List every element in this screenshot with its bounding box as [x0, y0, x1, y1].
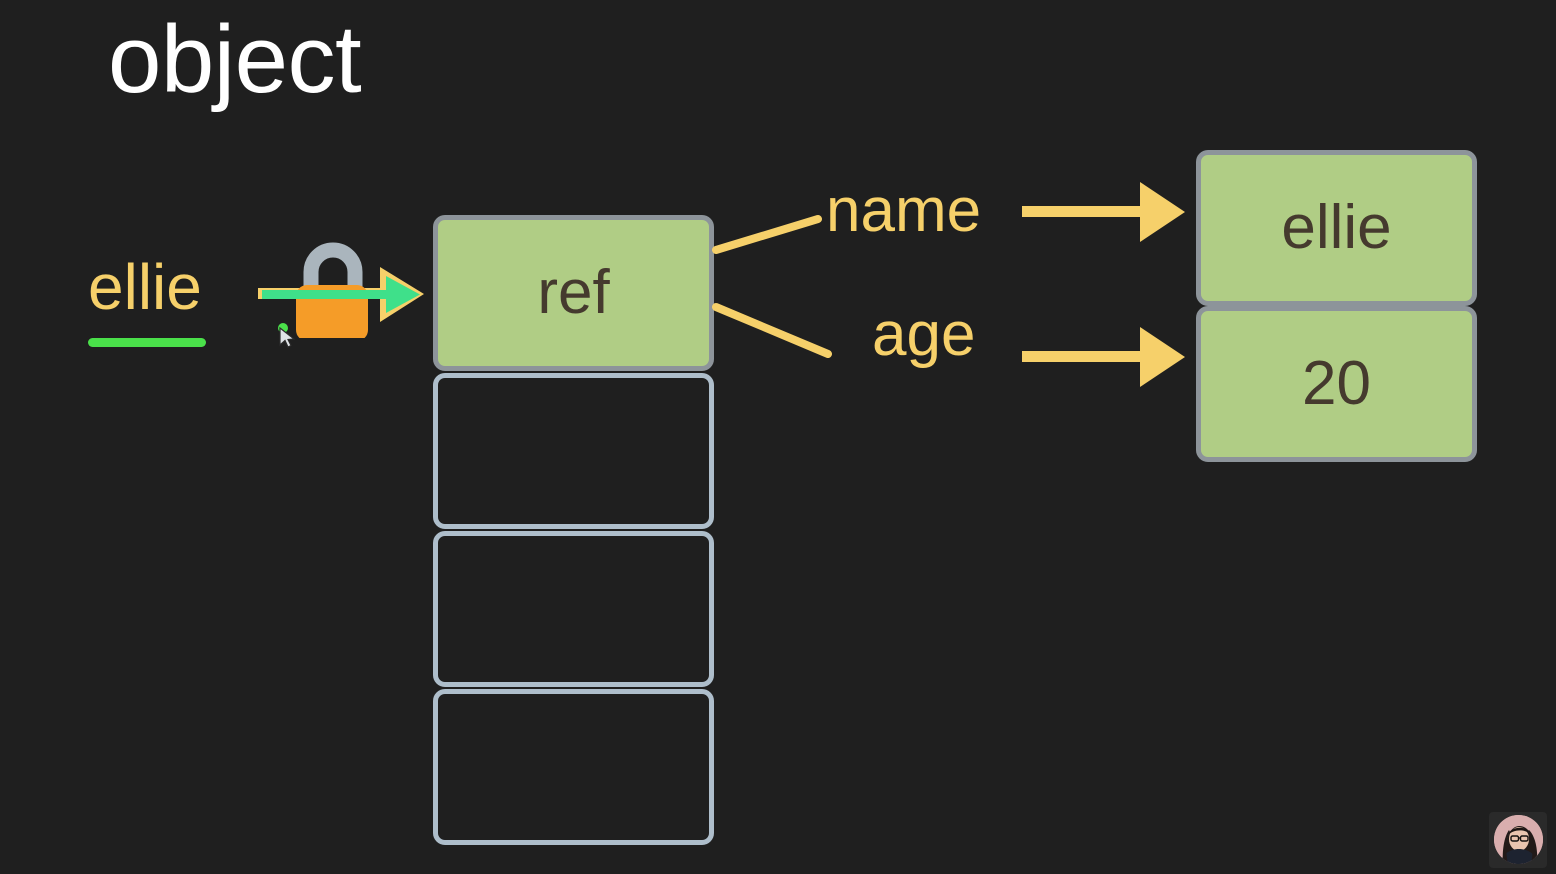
page-title: object: [108, 6, 362, 113]
memory-slot-empty-2[interactable]: [433, 531, 714, 687]
arrow-right-green-icon: [262, 276, 420, 313]
connector-line-name: [712, 215, 822, 254]
variable-label: ellie: [88, 251, 202, 323]
property-key-age: age: [872, 300, 976, 369]
arrow-right-icon-name: [1022, 182, 1185, 242]
memory-slot-label: ref: [537, 258, 610, 327]
property-value-box-name[interactable]: ellie: [1196, 150, 1477, 306]
arrow-right-icon-age: [1022, 327, 1185, 387]
memory-slot-empty-1[interactable]: [433, 373, 714, 529]
property-value-box-age[interactable]: 20: [1196, 306, 1477, 462]
property-value-age: 20: [1302, 349, 1371, 418]
memory-slot-ref[interactable]: ref: [433, 215, 714, 371]
variable-group: ellie: [88, 251, 268, 347]
variable-underline: [88, 338, 206, 347]
mouse-pointer-icon: [275, 322, 297, 348]
connector-line-age: [712, 303, 832, 358]
property-key-name: name: [826, 176, 982, 245]
memory-slot-empty-3[interactable]: [433, 689, 714, 845]
presenter-webcam[interactable]: [1489, 812, 1547, 868]
property-value-name: ellie: [1281, 193, 1392, 262]
lock-arrow-group: [258, 228, 428, 338]
avatar: [1494, 815, 1543, 864]
